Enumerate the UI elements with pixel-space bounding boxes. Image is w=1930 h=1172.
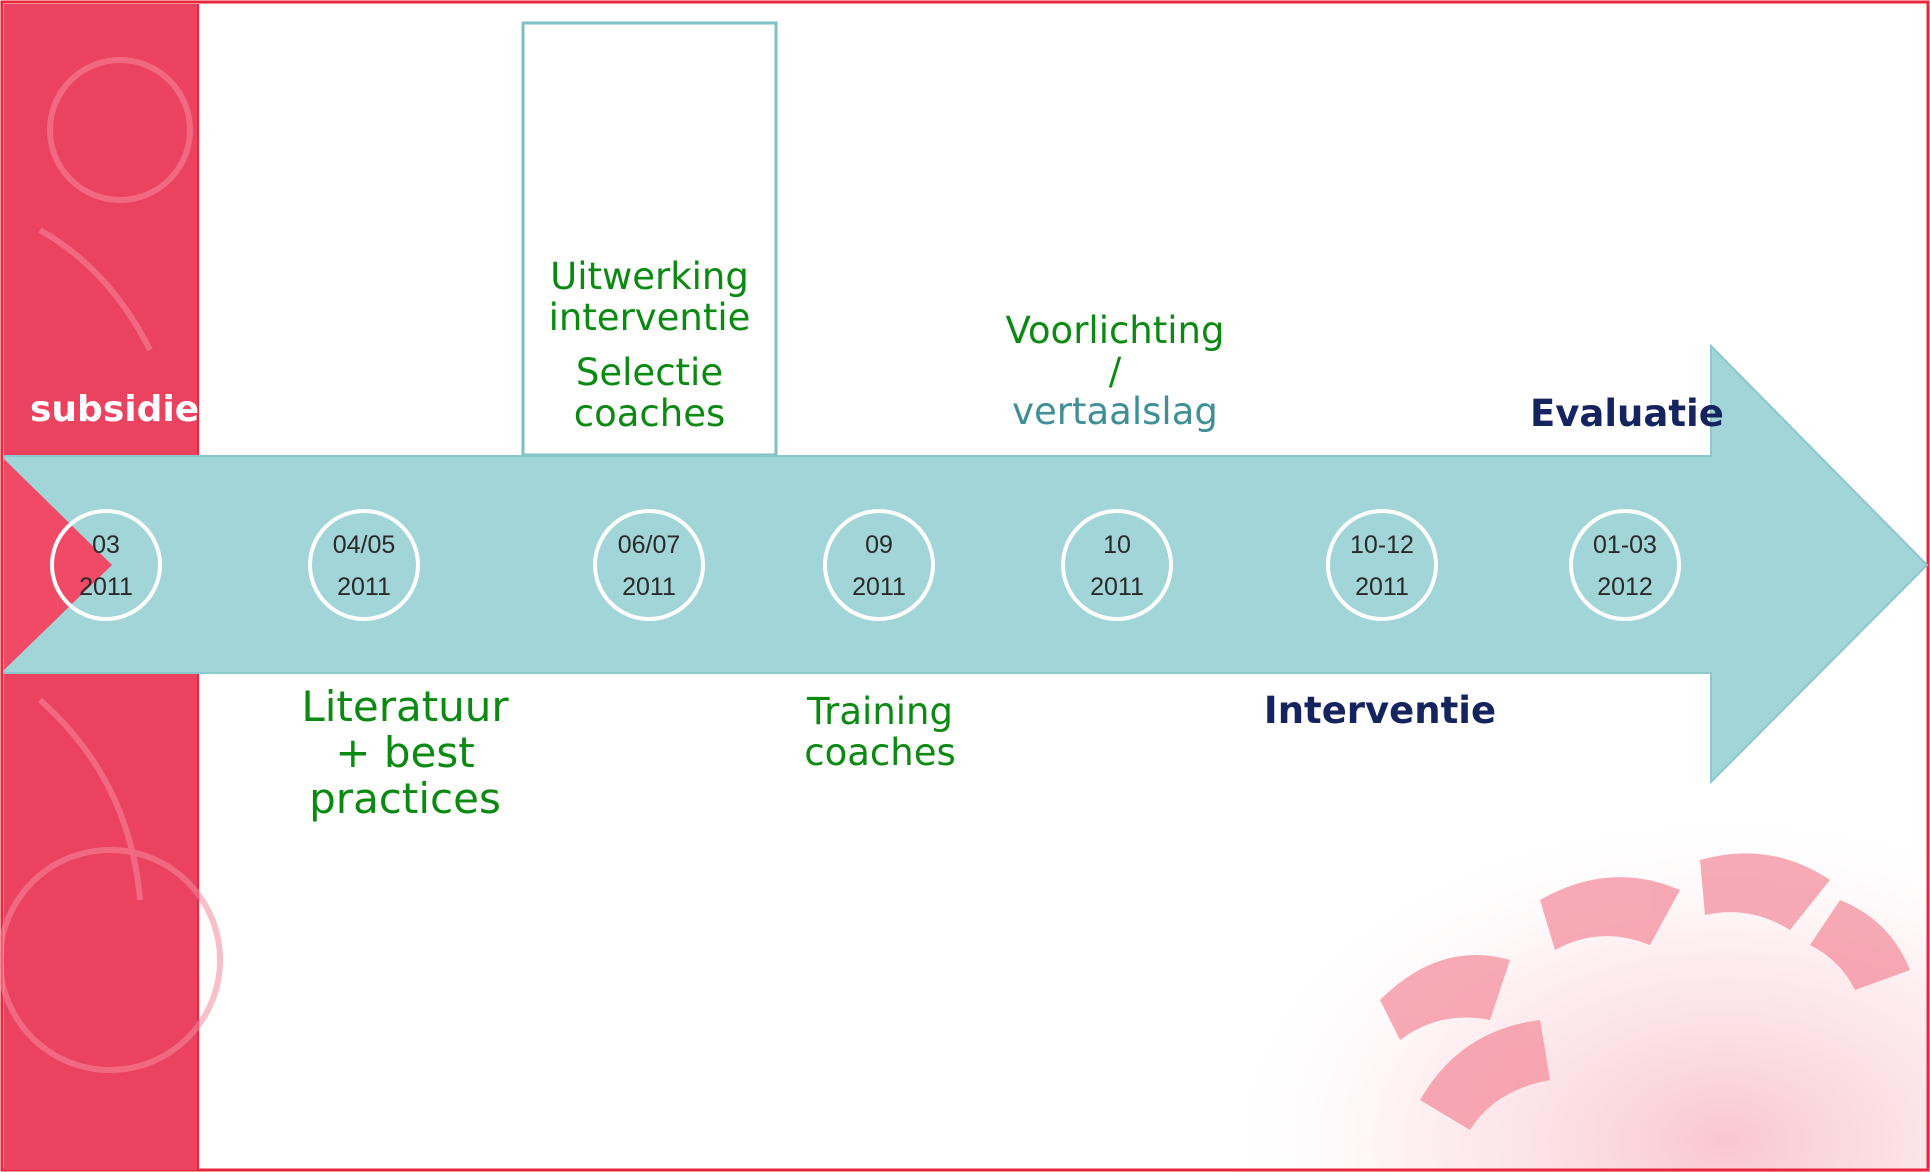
interventie-label: Interventie — [1263, 689, 1497, 732]
literatuur-line1: Literatuur — [301, 682, 509, 731]
uitwerking-label: Uitwerking interventie — [523, 256, 776, 339]
sidebar-decoration-icon — [0, 57, 223, 1073]
milestone-3: 06/07 2011 — [593, 509, 705, 621]
milestone-2: 04/05 2011 — [308, 509, 420, 621]
milestone-circle — [1061, 509, 1173, 621]
milestone-period: 09 — [865, 531, 893, 559]
milestone-year: 2011 — [1090, 573, 1144, 601]
voorlichting-label: Voorlichting / vertaalslag — [960, 309, 1270, 434]
uitwerking-line2: interventie — [548, 296, 751, 340]
voorlichting-line3: vertaalslag — [1012, 390, 1218, 434]
subsidie-label: subsidie — [30, 389, 200, 430]
uitwerking-line1: Uitwerking — [550, 255, 749, 298]
milestone-circle — [1569, 509, 1681, 621]
milestone-5: 10 2011 — [1061, 509, 1173, 621]
milestone-1: 03 2011 — [50, 509, 162, 621]
milestone-7: 01-03 2012 — [1569, 509, 1681, 621]
phase-box — [521, 21, 778, 457]
selectie-line1: Selectie — [575, 351, 724, 394]
milestone-period: 06/07 — [618, 531, 681, 559]
milestone-circles: 03201104/05201106/07201109201110201110-1… — [50, 509, 1681, 621]
literatuur-line2: + best — [335, 728, 475, 778]
milestone-year: 2011 — [852, 573, 906, 601]
milestone-4: 09 2011 — [823, 509, 935, 621]
milestone-period: 04/05 — [333, 531, 396, 559]
milestone-period: 10-12 — [1350, 531, 1414, 559]
training-line2: coaches — [804, 731, 956, 775]
milestone-circle — [1326, 509, 1438, 621]
milestone-period: 03 — [92, 531, 120, 559]
milestone-year: 2012 — [1597, 573, 1653, 601]
literatuur-label: Literatuur + best practices — [270, 682, 540, 824]
milestone-year: 2011 — [79, 573, 133, 601]
milestone-circle — [50, 509, 162, 621]
evaluatie-label: Evaluatie — [1530, 392, 1724, 435]
milestone-year: 2011 — [1355, 573, 1409, 601]
milestone-year: 2011 — [622, 573, 676, 601]
timeline-arrow — [3, 343, 1929, 785]
selectie-label: Selectie coaches — [523, 352, 776, 435]
voorlichting-line2: / — [1108, 349, 1122, 393]
training-line1: Training — [807, 690, 953, 733]
milestone-circle — [308, 509, 420, 621]
voorlichting-line1: Voorlichting — [1005, 309, 1225, 352]
selectie-line2: coaches — [573, 392, 726, 436]
milestone-6: 10-12 2011 — [1326, 509, 1438, 621]
milestone-period: 01-03 — [1593, 531, 1657, 559]
milestone-circle — [593, 509, 705, 621]
milestone-circle — [823, 509, 935, 621]
literatuur-line3: practices — [309, 774, 501, 824]
logo-watermark-icon — [1380, 853, 1910, 1130]
arrow-start-notch — [4, 459, 112, 670]
milestone-year: 2011 — [337, 573, 391, 601]
milestone-period: 10 — [1103, 531, 1131, 559]
training-label: Training coaches — [770, 691, 990, 774]
